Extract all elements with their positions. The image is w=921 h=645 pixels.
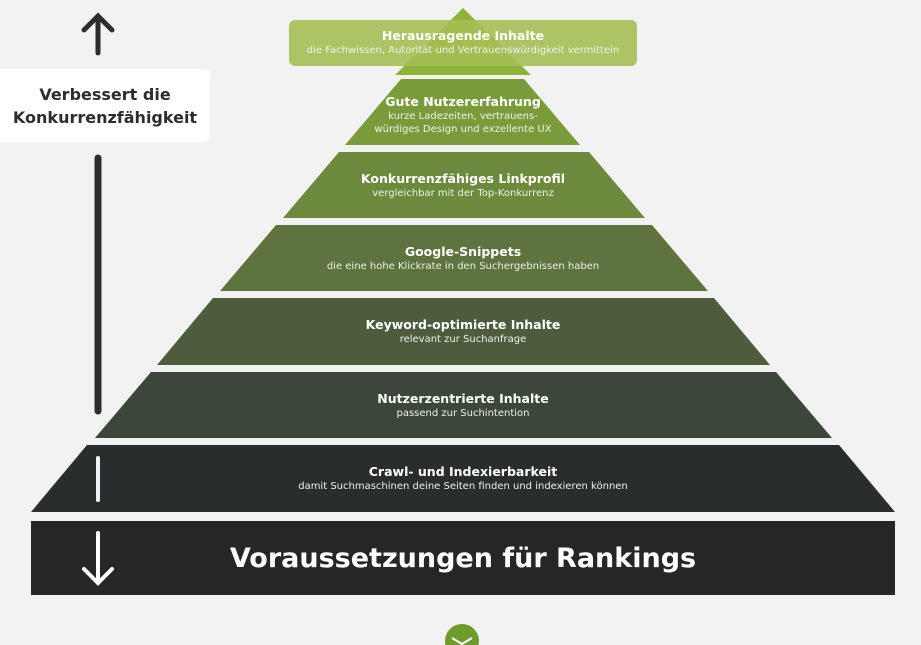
layer-title: Gute Nutzererfahrung xyxy=(385,94,541,109)
layer-2 xyxy=(345,79,580,145)
layer-subtitle-line2: würdiges Design und exzellente UX xyxy=(374,124,552,135)
layer-title: Crawl- und Indexierbarkeit xyxy=(368,464,558,479)
down-arrow-icon xyxy=(82,531,114,586)
layer-subtitle: vergleichbar mit der Top-Konkurrenz xyxy=(372,188,554,199)
layer-5 xyxy=(157,298,770,365)
layer-4 xyxy=(220,225,708,291)
layer-label-4: Google-Snippets die eine hohe Klickrate … xyxy=(327,244,599,273)
base-bar xyxy=(31,521,895,595)
layer-label-5: Keyword-optimierte Inhalte relevant zur … xyxy=(366,317,561,346)
layer-title: Nutzerzentrierte Inhalte xyxy=(377,391,549,406)
layer-label-6: Nutzerzentrierte Inhalte passend zur Suc… xyxy=(377,391,548,420)
up-arrow-icon xyxy=(81,12,115,56)
layer-banner-1 xyxy=(289,20,637,66)
layer-6 xyxy=(95,372,832,438)
layer-label-1: Herausragende Inhalte die Fachwissen, Au… xyxy=(307,28,620,57)
layer-subtitle: damit Suchmaschinen deine Seiten finden … xyxy=(298,481,628,492)
layer-label-7: Crawl- und Indexierbarkeit damit Suchmas… xyxy=(298,464,628,493)
layer-label-3: Konkurrenzfähiges Linkprofil vergleichba… xyxy=(361,171,565,200)
layer-3 xyxy=(283,152,645,218)
layer-subtitle: kurze Ladezeiten, vertrauens- xyxy=(388,111,538,122)
layer-label-2: Gute Nutzererfahrung kurze Ladezeiten, v… xyxy=(374,94,551,136)
layer-title: Google-Snippets xyxy=(404,244,522,259)
layer-subtitle: die eine hohe Klickrate in den Suchergeb… xyxy=(326,261,600,272)
layer-title: Konkurrenzfähiges Linkprofil xyxy=(360,171,566,186)
side-label: Verbessert die Konkurrenzfähigkeit xyxy=(0,69,210,142)
layer-title: Herausragende Inhalte xyxy=(381,28,545,43)
layer-7 xyxy=(31,445,895,512)
base-title: Voraussetzungen für Rankings xyxy=(229,542,697,574)
owl-logo-icon xyxy=(445,624,479,645)
layer-subtitle: relevant zur Suchanfrage xyxy=(399,334,527,345)
layer-subtitle: passend zur Suchintention xyxy=(396,408,530,419)
layer-subtitle: die Fachwissen, Autorität und Vertrauens… xyxy=(306,45,620,56)
layer-title: Keyword-optimierte Inhalte xyxy=(365,317,561,332)
